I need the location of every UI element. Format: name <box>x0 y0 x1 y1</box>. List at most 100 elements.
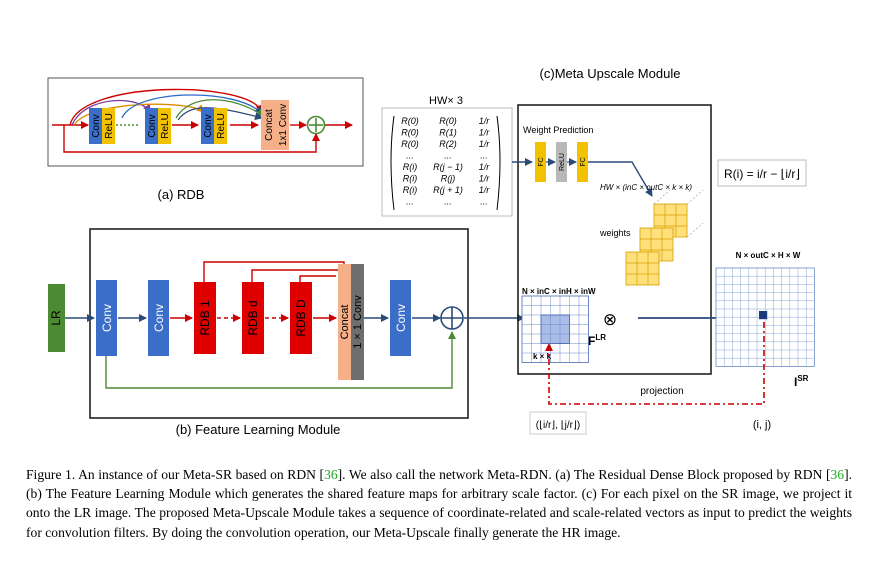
mum-weights-dim: HW × (inC × outC × k × k) <box>600 183 692 192</box>
matrix-cell: R(j − 1) <box>433 162 463 172</box>
mum-frame <box>517 104 712 375</box>
flm-title: (b) Feature Learning Module <box>176 422 341 437</box>
flm-frame <box>89 228 469 419</box>
flm-conv-3 <box>390 280 411 356</box>
caption-text-1: Figure 1. An instance of our Meta-SR bas… <box>26 467 325 482</box>
rdb-concat-label: Concat <box>264 109 275 141</box>
mum-formula-box <box>717 159 807 187</box>
matrix-cell: R(i) <box>403 185 418 195</box>
rdb-relu-3-label: ReLU <box>216 113 227 139</box>
matrix-cell: R(2) <box>439 139 457 149</box>
flm-panel: LR Conv Conv RDB 1 RDB d RDB D Concat 1 … <box>48 228 525 437</box>
mum-flr-label: FLR <box>588 333 606 348</box>
matrix-cell: ... <box>480 151 488 161</box>
mum-fc-2-label: FC <box>580 157 587 166</box>
figure-caption: Figure 1. An instance of our Meta-SR bas… <box>26 465 852 542</box>
mum-projection-label: projection <box>640 386 683 397</box>
matrix-cell: 1/r <box>479 116 491 126</box>
flm-rdb-d-label: RDB d <box>246 300 260 335</box>
matrix-cell: ... <box>444 197 452 207</box>
flm-conv1x1-label: 1 × 1 Conv <box>352 295 364 349</box>
rdb-conv-2-label: Conv <box>147 114 158 137</box>
meta-rdn-figure: Conv ReLU Conv ReLU Conv ReLU Concat 1x1… <box>47 66 815 437</box>
mum-proj-coord-box <box>529 411 587 435</box>
matrix-cell: 1/r <box>479 162 491 172</box>
matrix-cell: ... <box>480 197 488 207</box>
caption-text-2: ]. We also call the network Meta-RDN. (a… <box>337 467 831 482</box>
flm-rdb-1-label: RDB 1 <box>198 300 212 336</box>
flm-conv-2-label: Conv <box>152 304 166 332</box>
mum-relu-label: ReLU <box>559 153 566 171</box>
flm-rdb-1 <box>194 282 216 354</box>
flm-concat <box>338 264 351 380</box>
flm-rdb-D <box>290 282 312 354</box>
rdb-concat <box>261 100 275 150</box>
rdb-conv1x1-label: 1x1 Conv <box>278 104 289 146</box>
matrix-cell: R(0) <box>401 116 419 126</box>
mum-convolution-icon: ⊗ <box>603 310 617 329</box>
caption-ref-1[interactable]: 36 <box>324 467 338 482</box>
rdb-panel: Conv ReLU Conv ReLU Conv ReLU Concat 1x1… <box>47 77 364 202</box>
caption-ref-2[interactable]: 36 <box>830 467 845 482</box>
rdb-conv1x1 <box>275 100 289 150</box>
mum-fc-2 <box>577 142 588 182</box>
matrix-cell: ... <box>444 151 452 161</box>
mum-weights-label: weights <box>599 228 631 238</box>
mum-ij-label: (i, j) <box>753 419 771 431</box>
output-pixel-marker <box>759 311 768 320</box>
rdb-conv-3-label: Conv <box>203 114 214 137</box>
matrix-cell: R(j) <box>441 174 456 184</box>
mum-kernel-label: k × k <box>533 352 552 361</box>
mum-feature-dim: N × inC × inH × inW <box>522 287 596 296</box>
mum-formula: R(i) = i/r − ⌊i/r⌋ <box>724 167 800 181</box>
mum-panel: (c)Meta Upscale Module HW× 3 R(0)R(0)1/r… <box>381 66 815 435</box>
matrix-cell: R(1) <box>439 128 457 138</box>
rdb-relu-1-label: ReLU <box>104 113 115 139</box>
flm-rdb-D-label: RDB D <box>294 299 308 337</box>
rdb-relu-2 <box>158 108 171 144</box>
matrix-cell: R(i) <box>403 162 418 172</box>
flm-conv1x1 <box>351 264 364 380</box>
flm-conv-2 <box>148 280 169 356</box>
rdb-title: (a) RDB <box>158 187 205 202</box>
rdb-relu-3 <box>214 108 227 144</box>
mum-title: (c)Meta Upscale Module <box>540 66 681 81</box>
matrix-cell: R(i) <box>403 174 418 184</box>
matrix-cell: R(0) <box>401 128 419 138</box>
weights-grid <box>625 251 660 286</box>
mum-output-dim: N × outC × H × W <box>736 251 801 260</box>
rdb-relu-2-label: ReLU <box>160 113 171 139</box>
rdb-conv-3 <box>201 108 214 144</box>
mum-weight-prediction-label: Weight Prediction <box>523 125 593 135</box>
mum-output-grid <box>715 267 815 367</box>
mum-isr-label: ISR <box>794 374 809 389</box>
flm-lr-block <box>48 284 65 352</box>
flm-conv-3-label: Conv <box>394 304 408 332</box>
matrix-cell: ... <box>406 197 414 207</box>
mum-fc-1-label: FC <box>538 157 545 166</box>
matrix-cell: 1/r <box>479 174 491 184</box>
rdb-conv-1 <box>89 108 102 144</box>
rdb-conv-2 <box>145 108 158 144</box>
rdb-relu-1 <box>102 108 115 144</box>
flm-lr-label: LR <box>49 310 63 326</box>
mum-input-box <box>381 107 513 217</box>
matrix-cell: R(0) <box>401 139 419 149</box>
mum-input-header: HW× 3 <box>429 95 463 107</box>
flm-conv-1-label: Conv <box>100 304 114 332</box>
mum-feature-grid <box>521 295 589 363</box>
matrix-cell: R(0) <box>439 116 457 126</box>
rdb-conv-1-label: Conv <box>91 114 102 137</box>
mum-fc-1 <box>535 142 546 182</box>
matrix-cell: 1/r <box>479 185 491 195</box>
mum-weights-grids <box>625 189 704 286</box>
flm-conv-1 <box>96 280 117 356</box>
mum-input-matrix: R(0)R(0)1/rR(0)R(1)1/rR(0)R(2)1/r.......… <box>401 116 490 207</box>
matrix-cell: 1/r <box>479 139 491 149</box>
flm-rdb-d <box>242 282 264 354</box>
matrix-cell: R(j + 1) <box>433 185 463 195</box>
matrix-cell: ... <box>406 151 414 161</box>
caption-text-3: ]. (b) The Feature Learning Module which… <box>26 467 853 540</box>
flm-concat-label: Concat <box>339 305 351 340</box>
mum-relu <box>556 142 567 182</box>
